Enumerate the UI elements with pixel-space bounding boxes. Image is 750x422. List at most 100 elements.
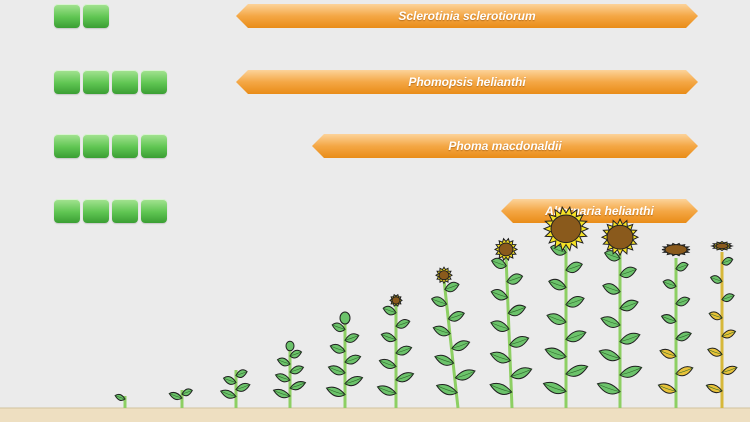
leaf-vein [721,259,733,264]
severity-indicator [54,134,167,158]
leaf-vein [490,322,510,330]
sunflower-plant [430,266,476,409]
leaf-vein [273,389,291,397]
leaf-vein [546,315,567,323]
severity-square [54,134,80,158]
leaf-vein [619,301,639,309]
leaf-vein [619,269,637,276]
sunflower-plant [219,369,251,408]
flower-disk [715,242,729,250]
leaf-vein [548,281,567,288]
leaf-vein [659,350,677,357]
severity-square [83,199,109,223]
timing-arrow: Phoma macdonaldii [312,134,698,158]
leaf-vein [675,333,692,340]
severity-indicator [54,4,109,28]
sunflower-plant [542,205,590,408]
sunflower-plant [272,340,307,408]
leaf-vein [508,306,526,314]
leaf-vein [433,327,451,334]
leaf-vein [395,347,412,354]
leaf-vein [509,337,529,346]
severity-square [141,199,167,223]
leaf-vein [395,321,410,327]
sunflower-plant [114,393,127,408]
flower-disk [550,214,582,244]
pathogen-label: Sclerotinia sclerotiorum [398,9,536,23]
leaf-vein [661,315,677,322]
leaf-vein [383,307,397,314]
leaf-vein [604,252,621,259]
sunflower-plant [596,218,643,408]
severity-indicator [54,199,167,223]
leaf-vein [330,345,346,352]
leaf-vein [344,356,361,363]
pathogen-row-sclerotinia: Sclerotinia sclerotiorum [0,4,750,30]
leaf-vein [675,264,689,270]
leaf-vein [597,383,621,392]
leaf-vein [377,386,397,394]
leaf-vein [114,395,126,400]
leaf-vein [565,332,586,340]
severity-square [54,4,80,28]
bud [285,340,295,352]
leaf-vein [709,313,723,319]
sunflower-plant [705,240,738,408]
leaf-vein [289,366,304,373]
leaf-vein [289,382,306,389]
leaf-vein [448,313,465,320]
leaf-vein [721,367,738,373]
leaf-vein [444,284,460,290]
leaf-vein [289,351,302,357]
leaf-vein [506,275,523,282]
leaf-vein [565,298,585,305]
severity-square [54,199,80,223]
leaf-vein [434,356,454,364]
leaf-vein [181,390,193,395]
severity-square [141,70,167,94]
leaf-vein [707,349,723,355]
leaf-vein [395,373,414,381]
soil-strip [0,408,750,422]
leaf-vein [436,385,458,393]
timing-arrow: Phomopsis helianthi [236,70,698,94]
severity-square [112,70,138,94]
pathogen-label: Phomopsis helianthi [408,75,526,89]
severity-square [83,134,109,158]
leaf-vein [721,331,736,337]
leaf-vein [277,359,291,365]
leaf-vein [489,384,512,393]
leaf-vein [275,374,291,381]
pathogen-row-phoma: Phoma macdonaldii [0,134,750,160]
leaf-vein [451,341,470,349]
severity-indicator [54,70,167,94]
leaf-vein [381,334,397,340]
stem [442,279,460,409]
leaf-vein [328,366,346,374]
leaf-vein [675,367,693,375]
sunflower-plant [325,311,364,408]
bud [339,311,351,325]
leaf-vein [220,390,237,397]
leaf-vein [658,384,677,392]
leaf-vein [455,370,476,379]
leaf-vein [169,393,183,399]
leaf-vein [550,246,567,253]
leaf-vein [565,264,583,271]
leaf-vein [379,360,397,367]
pathogen-row-phomopsis: Phomopsis helianthi [0,70,750,96]
flower-disk [498,242,514,257]
sunflower-plant [376,293,415,408]
leaf-vein [600,318,621,326]
sunflower-plant [489,237,533,409]
leaf-vein [706,385,723,392]
plants [114,205,738,409]
severity-square [83,4,109,28]
leaf-vein [344,335,359,341]
sunflower-plant [657,242,694,408]
sunflower-plant [168,388,193,408]
pathogen-label: Phoma macdonaldii [448,139,562,153]
leaf-vein [510,368,532,377]
leaf-vein [663,281,677,287]
